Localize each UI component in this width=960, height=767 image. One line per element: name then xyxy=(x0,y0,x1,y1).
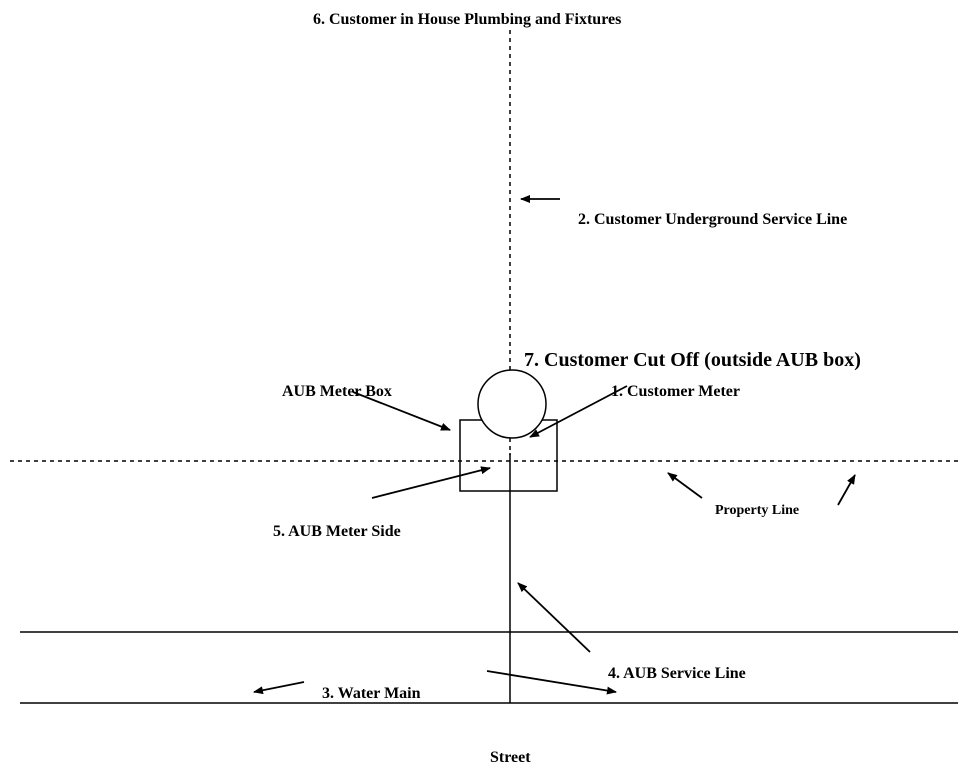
street-label: Street xyxy=(490,749,531,766)
water-main-label: 3. Water Main xyxy=(322,685,421,702)
customer-meter-arrow xyxy=(529,385,628,438)
meter-side-label: 5. AUB Meter Side xyxy=(273,523,401,540)
customer-cut-off-circle xyxy=(477,369,547,439)
meter-box-arrow xyxy=(352,391,451,431)
service-line-arrow-main xyxy=(486,670,617,695)
customer-meter-label: 1. Customer Meter xyxy=(611,383,740,400)
meter-box-label: AUB Meter Box xyxy=(282,383,392,400)
service-line-label: 4. AUB Service Line xyxy=(608,665,746,682)
property-line-arrow-left xyxy=(667,472,703,499)
meter-side-arrow xyxy=(371,466,491,499)
property-line-arrow-right xyxy=(837,474,856,506)
service-line-arrow-up xyxy=(517,582,591,653)
water-main-arrow xyxy=(253,681,305,695)
property-line-label: Property Line xyxy=(715,503,799,518)
cut-off-label: 7. Customer Cut Off (outside AUB box) xyxy=(524,349,861,371)
in-house-plumbing-label: 6. Customer in House Plumbing and Fixtur… xyxy=(313,11,621,28)
underground-service-line-label: 2. Customer Underground Service Line xyxy=(578,211,847,228)
